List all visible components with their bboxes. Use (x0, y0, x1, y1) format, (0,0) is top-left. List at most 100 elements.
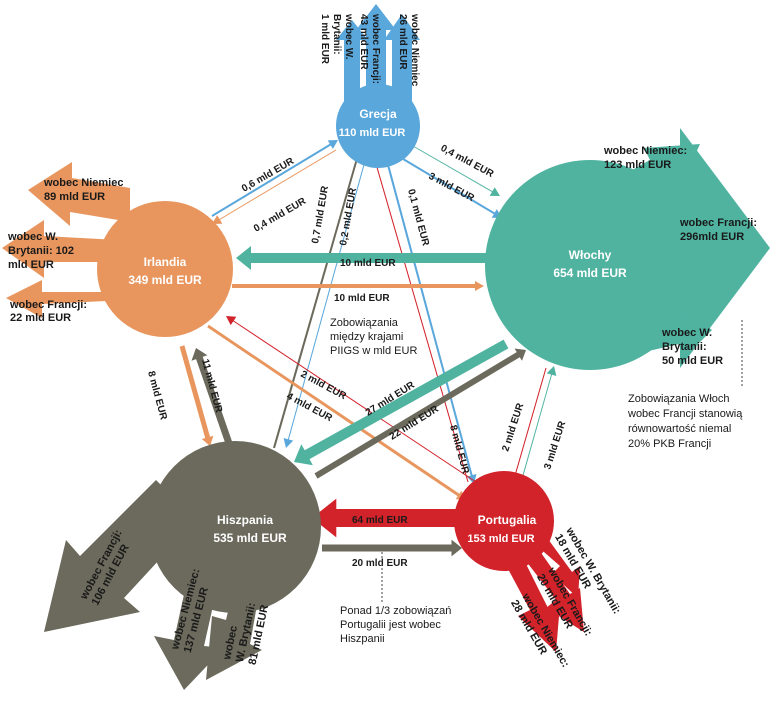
flow-hi-gr (273, 148, 363, 449)
circle-grecja (336, 84, 420, 168)
label-line: Włochy (569, 248, 612, 262)
flow-hi-wl (314, 348, 526, 479)
flow-wl-gr (387, 149, 502, 218)
flow-gr-ir (211, 140, 338, 217)
portugalia-value: 153 mld EUR (467, 533, 534, 545)
label-line: 349 mld EUR (128, 273, 202, 287)
label-line: 8 mld EUR (447, 424, 471, 476)
irlandia-ext-de-label: wobec Niemiec 89 mld EUR (43, 177, 123, 203)
label-line: równowartość niemal (628, 423, 731, 435)
label-line: wobec W. (343, 13, 354, 60)
label-line: wobec W. (7, 231, 58, 243)
flow-label: 0,4 mld EUR (439, 143, 496, 180)
flow-label: 2 mld EUR (500, 401, 526, 453)
hiszpania-value: 535 mld EUR (213, 531, 287, 545)
label-line: wobec Francji stanowią (627, 408, 743, 420)
label-line: 11 mld EUR (199, 358, 224, 415)
circle-wlochy (485, 160, 695, 370)
label-line: 50 mld EUR (662, 355, 723, 367)
wlochy-ext-de-label: wobec Niemiec: 123 mld EUR (603, 145, 687, 171)
label-line: wobec Niemiec (43, 177, 123, 189)
label-line: 1 mld EUR (319, 14, 330, 65)
label-line: Brytanii: (331, 14, 342, 55)
portugalia-name: Portugalia (478, 513, 537, 527)
wlochy-ext-uk-label: wobec W.Brytanii:50 mld EUR (661, 327, 723, 367)
flow-label: 8 mld EUR (145, 370, 169, 422)
flow-label: 10 mld EUR (340, 258, 396, 269)
flow-gr-hi (283, 149, 369, 448)
label-line: wobec Francji: (9, 299, 87, 311)
flow-ir-wl (232, 281, 484, 291)
flow-po-ir (226, 316, 477, 483)
flow-hi-ir (191, 348, 236, 454)
flow-wl-hi (294, 339, 509, 466)
label-line: 0,7 mld EUR (310, 184, 331, 244)
label-line: 20 mld EUR (352, 558, 408, 569)
irlandia-out-de-arrow (28, 162, 130, 226)
flow-wl-po (509, 367, 547, 486)
label-line: 123 mld EUR (604, 159, 671, 171)
label-line: Irlandia (144, 255, 187, 269)
flow-po-gr (383, 149, 477, 484)
circle-irlandia (97, 201, 233, 337)
flow-gr-wl (405, 141, 500, 196)
label-line: 110 mld EUR (339, 127, 406, 139)
grecja-out-de-arrow (384, 14, 420, 108)
label-line: Brytanii: 102 (8, 245, 74, 257)
grecja-ext-fr-label: wobec Francji:43 mld EUR (358, 13, 381, 84)
label-line: Hiszpania (217, 513, 273, 527)
label-line: Grecja (359, 107, 397, 121)
label-line: 43 mld EUR (358, 14, 369, 70)
irlandia-value: 349 mld EUR (128, 273, 202, 287)
label-line: 0,4 mld EUR (252, 196, 309, 235)
hiszpania-name: Hiszpania (217, 513, 273, 527)
flow-ir-hi (179, 345, 214, 446)
flow-label: 0,7 mld EUR (310, 184, 331, 244)
flow-label: 20 mld EUR (352, 558, 408, 569)
label-line: 8 mld EUR (145, 370, 169, 422)
portugalia-out-fr-arrow (516, 540, 584, 632)
flow-label: 2 mld EUR (299, 369, 349, 403)
grecja-value: 110 mld EUR (339, 127, 406, 139)
flow-wl-ir (236, 246, 488, 270)
label-line: 535 mld EUR (213, 531, 287, 545)
label-line: 10 mld EUR (334, 293, 390, 304)
irlandia-name: Irlandia (144, 255, 187, 269)
flow-po-wl (519, 366, 557, 487)
label-line: 3 mld EUR (427, 171, 477, 205)
irlandia-out-fr-arrow (6, 280, 128, 318)
label-line: 0,6 mld EUR (240, 156, 297, 195)
grecja-ext-uk-label: wobec W.Brytanii:1 mld EUR (319, 13, 354, 65)
label-line: 0,4 mld EUR (439, 143, 496, 180)
label-line: 89 mld EUR (44, 191, 105, 203)
label-line: 296mld EUR (680, 231, 744, 243)
grecja-ext-de-label: wobec Niemiec26 mld EUR (397, 13, 420, 87)
portugalia-out-de-arrow (500, 548, 560, 652)
flow-label: 0,4 mld EUR (252, 196, 309, 235)
label-line: wobec Niemiec: (603, 145, 687, 157)
label-line: wobec Francji: (679, 217, 757, 229)
flow-ir-gr (212, 149, 337, 224)
flow-label: 0,6 mld EUR (240, 156, 297, 195)
irlandia-ext-fr-label: wobec Francji:22 mld EUR (9, 299, 87, 324)
label-line: wobec Francji: (370, 13, 381, 84)
flow-po-hi (312, 498, 470, 538)
label-line: między krajami (330, 331, 403, 343)
label-line: 153 mld EUR (467, 533, 534, 545)
flow-label: 3 mld EUR (427, 171, 477, 205)
label-line: 654 mld EUR (553, 266, 627, 280)
label-line: mld EUR (8, 259, 54, 271)
irlandia-ext-uk-label: wobec W. Brytanii: 102 mld EUR (7, 231, 74, 271)
flow-hi-po (322, 539, 462, 557)
flow-label: 3 mld EUR (542, 419, 568, 471)
label-line: wobec Niemiec (409, 13, 420, 87)
flow-label: 64 mld EUR (352, 515, 408, 526)
flow-label: 8 mld EUR (447, 424, 471, 476)
label-line: Portugalii jest wobec (340, 619, 441, 631)
grecja-out-fr-arrow (356, 4, 396, 108)
